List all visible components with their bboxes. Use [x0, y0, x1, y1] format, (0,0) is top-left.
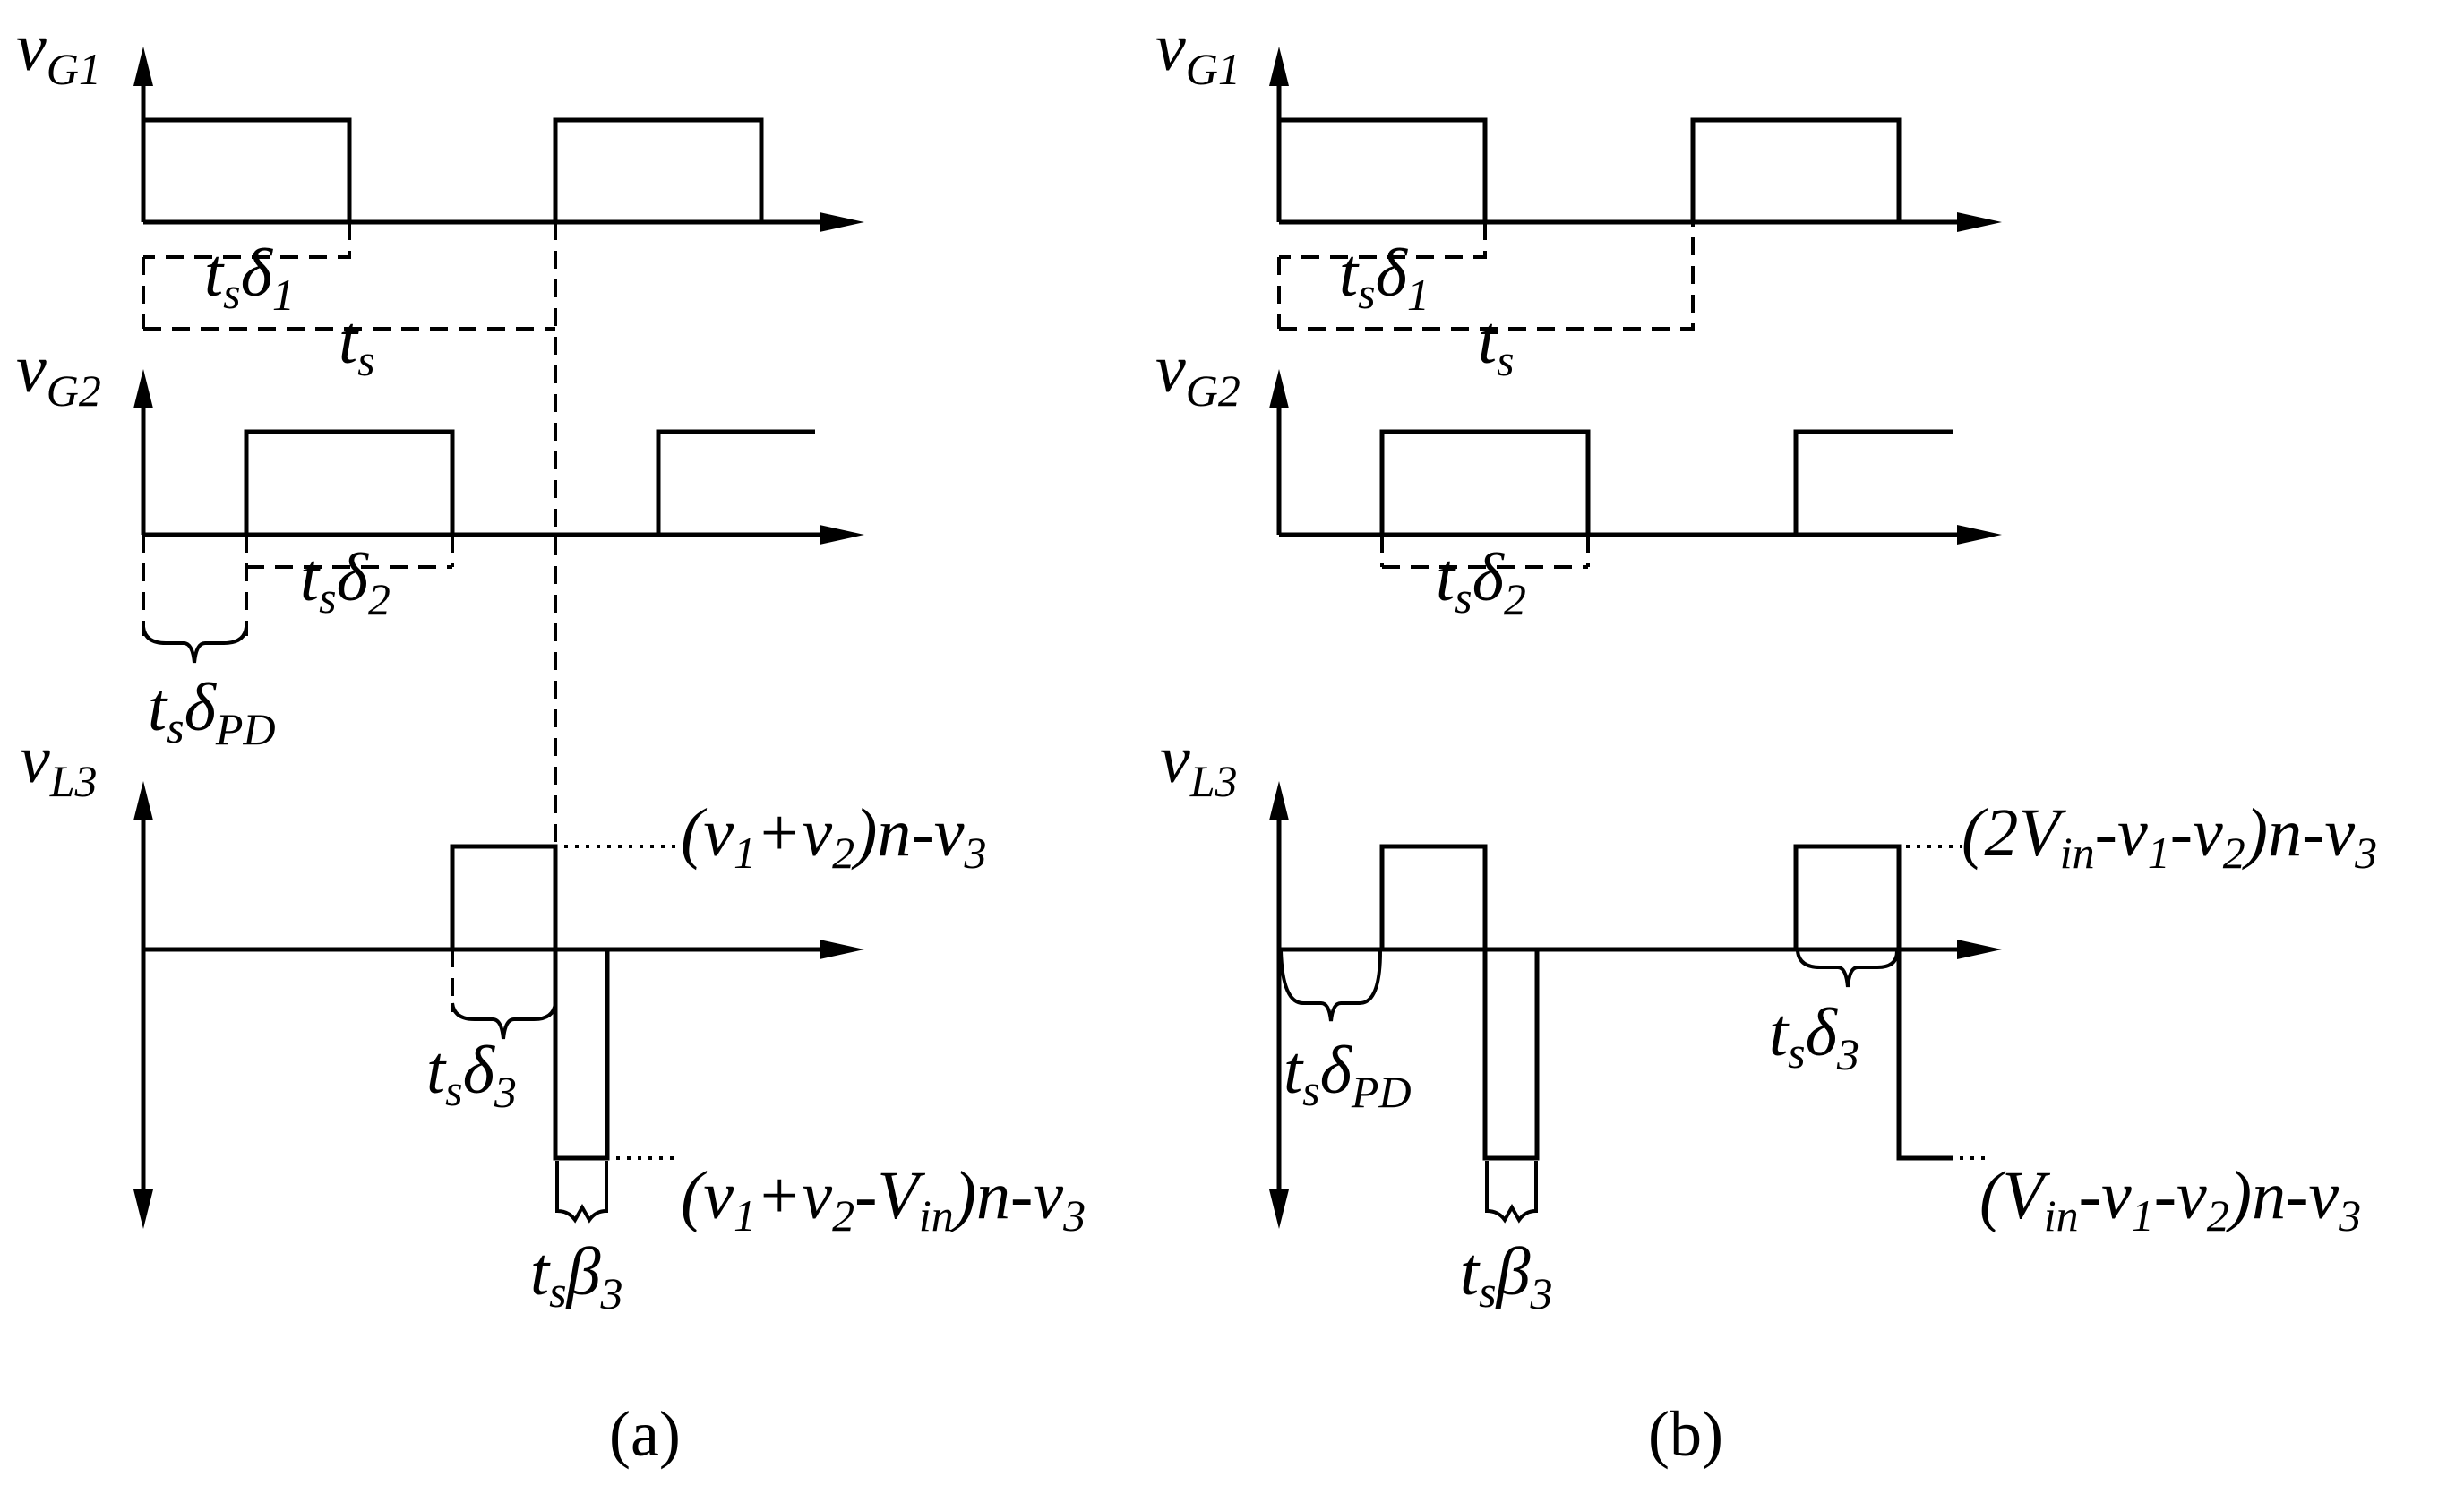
label-vG2-b: vG2	[1155, 331, 1241, 416]
label-pos-level-b: (2Vin-v1-v2)n-v3	[1962, 795, 2377, 878]
label-vL3-b: vL3	[1160, 722, 1238, 806]
vG1-axes-a	[133, 47, 864, 232]
label-vG1-b: vG1	[1155, 10, 1241, 94]
brace-beta3-b	[1485, 1161, 1538, 1224]
label-vG2-a: vG2	[16, 331, 101, 416]
vL3-waveform-b	[1279, 844, 1953, 1161]
vG1-axes-b	[1269, 47, 2002, 232]
vG2-waveform-a	[143, 429, 815, 537]
label-neg-level-b: (Vin-v1-v2)n-v3	[1979, 1158, 2361, 1241]
label-ts-delta2-b: tsδ2	[1436, 540, 1526, 624]
label-vG1-a: vG1	[16, 10, 101, 94]
brace-delta3-a	[451, 1002, 557, 1040]
label-ts-beta3-b: tsβ3	[1460, 1234, 1552, 1318]
label-ts-beta3-a: tsβ3	[530, 1234, 622, 1318]
timing-dimension-lines-b	[1277, 222, 1695, 569]
label-ts-delta1-a: tsδ1	[204, 236, 295, 320]
caption-b: (b)	[1648, 1398, 1723, 1470]
label-ts-delta2-a: tsδ2	[300, 540, 391, 624]
label-vL3-a: vL3	[20, 722, 98, 806]
vG2-waveform-b	[1279, 429, 1953, 537]
label-neg-level-a: (v1+v2-Vin)n-v3	[681, 1158, 1086, 1241]
brace-deltaPD-b	[1279, 950, 1382, 1022]
vG1-waveform-b	[1276, 117, 1902, 225]
brace-delta3-b	[1796, 950, 1899, 988]
label-ts-deltaPD-b: tsδPD	[1284, 1033, 1412, 1117]
timing-dimension-lines-a	[142, 222, 557, 1012]
brace-beta3-a	[555, 1161, 608, 1224]
label-pos-level-a: (v1+v2)n-v3	[681, 795, 986, 878]
panel-a: vG1 vG2 vL3 tsδ1 ts tsδ2 tsδPD tsδ3 tsβ3…	[16, 10, 1086, 1470]
label-ts-delta1-b: tsδ1	[1339, 236, 1429, 320]
label-ts-delta3-b: tsδ3	[1769, 995, 1859, 1079]
brace-deltaPD-a	[142, 626, 248, 664]
label-ts-a: ts	[339, 303, 375, 385]
vL3-waveform-a	[143, 844, 610, 1161]
vG2-axes-a	[133, 369, 864, 545]
label-ts-delta3-a: tsδ3	[426, 1033, 517, 1117]
label-ts-deltaPD-a: tsδPD	[148, 670, 276, 754]
label-ts-b: ts	[1478, 303, 1515, 385]
caption-a: (a)	[609, 1398, 681, 1470]
vG1-waveform-a	[141, 117, 764, 225]
vG2-axes-b	[1269, 369, 2002, 545]
panel-b: vG1 vG2 vL3 tsδ1 ts tsδ2 tsδPD tsδ3 tsβ3…	[1155, 10, 2377, 1470]
